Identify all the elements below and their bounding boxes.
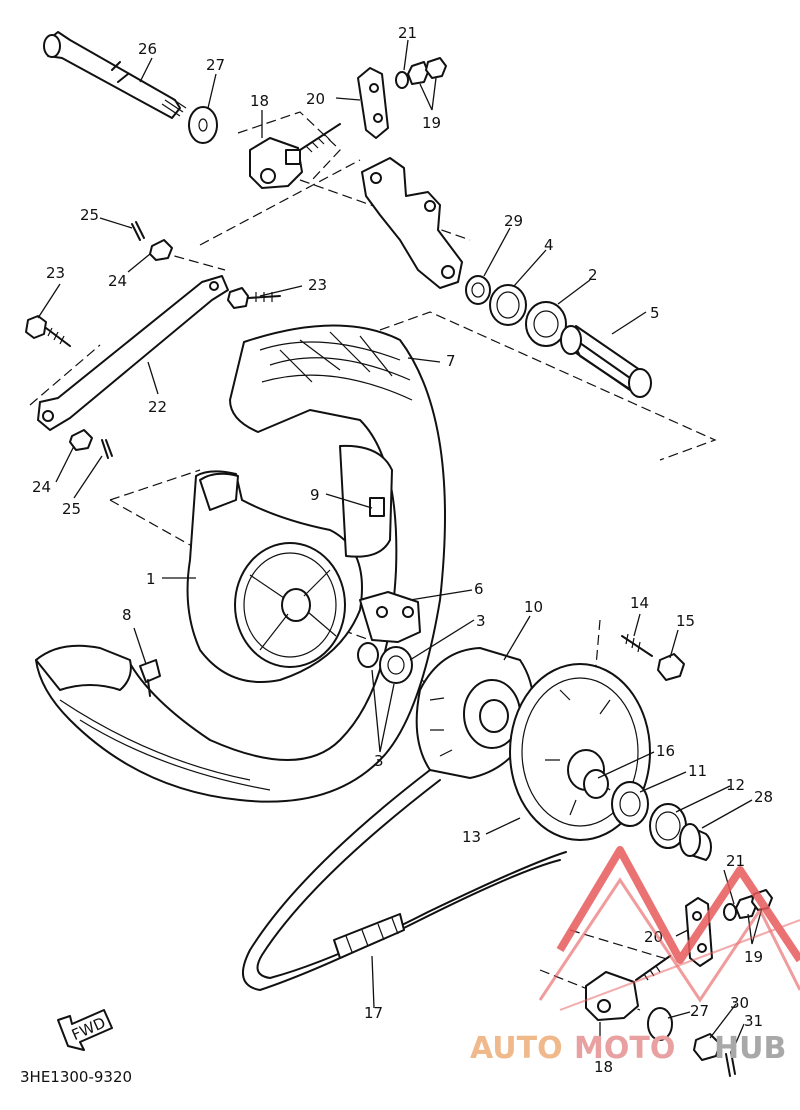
callout-20: 20: [306, 90, 325, 108]
leader-lines: [37, 39, 763, 1056]
callout-9: 9: [310, 486, 320, 504]
callout-28: 28: [754, 788, 773, 806]
watermark-word-auto: AUTO: [470, 1031, 563, 1066]
callout-26: 26: [138, 40, 157, 58]
callout-19: 19: [422, 114, 441, 132]
sprocket-side-parts: [583, 769, 713, 861]
callout-18: 18: [594, 1058, 613, 1076]
washer-top: [188, 106, 218, 144]
callout-27: 27: [690, 1002, 709, 1020]
watermark-text: AUTO MOTO HUB: [470, 1031, 786, 1066]
axle: [43, 31, 187, 119]
brake-panel: [339, 444, 393, 558]
sprocket-hub: [415, 647, 535, 779]
callout-3: 3: [374, 752, 384, 770]
callout-22: 22: [148, 398, 167, 416]
chain-puller-top: [249, 123, 341, 189]
callout-23: 23: [46, 264, 65, 282]
callout-20: 20: [644, 928, 663, 946]
callout-labels: 1 2 3 3 4 5 6 7 8 9 10 11 12 13 14 15 16…: [32, 24, 773, 1076]
forward-label: FWD: [69, 1014, 108, 1045]
callout-4: 4: [544, 236, 554, 254]
callout-8: 8: [122, 606, 132, 624]
drive-chain: [241, 769, 567, 991]
callout-24: 24: [108, 272, 127, 290]
part-code: 3HE1300-9320: [20, 1068, 132, 1086]
callout-19: 19: [744, 948, 763, 966]
watermark-word-hub: HUB: [714, 1031, 786, 1066]
callout-1: 1: [146, 570, 156, 588]
callout-18: 18: [250, 92, 269, 110]
callout-17: 17: [364, 1004, 383, 1022]
callout-13: 13: [462, 828, 481, 846]
callout-21: 21: [726, 852, 745, 870]
stud-and-nut: [621, 633, 685, 681]
forward-arrow: FWD: [57, 1009, 113, 1051]
callout-2: 2: [588, 266, 598, 284]
callout-25: 25: [62, 500, 81, 518]
callout-11: 11: [688, 762, 707, 780]
callout-16: 16: [656, 742, 675, 760]
callout-24: 24: [32, 478, 51, 496]
caliper-bracket: [361, 157, 463, 289]
hub-bearings: [357, 642, 413, 684]
hub-spacer: [359, 591, 421, 643]
washer-nut-top: [395, 57, 447, 89]
callout-29: 29: [504, 212, 523, 230]
callout-10: 10: [524, 598, 543, 616]
callout-7: 7: [446, 352, 456, 370]
callout-3: 3: [476, 612, 486, 630]
callout-23: 23: [308, 276, 327, 294]
callout-21: 21: [398, 24, 417, 42]
callout-31: 31: [744, 1012, 763, 1030]
bearing-group-top: [465, 275, 652, 398]
callout-27: 27: [206, 56, 225, 74]
bracket-top: [357, 67, 389, 139]
valve-stem: [139, 659, 161, 697]
callout-14: 14: [630, 594, 649, 612]
callout-30: 30: [730, 994, 749, 1012]
watermark-word-moto: MOTO: [574, 1031, 675, 1066]
callout-25: 25: [80, 206, 99, 224]
rear-tire: [35, 324, 446, 803]
callout-12: 12: [726, 776, 745, 794]
wheel-hub: [186, 470, 363, 683]
torque-rod-group: [25, 221, 281, 459]
callout-15: 15: [676, 612, 695, 630]
callout-6: 6: [474, 580, 484, 598]
watermark-logo: [538, 846, 800, 1011]
callout-5: 5: [650, 304, 660, 322]
guide-lines: [29, 111, 717, 1011]
